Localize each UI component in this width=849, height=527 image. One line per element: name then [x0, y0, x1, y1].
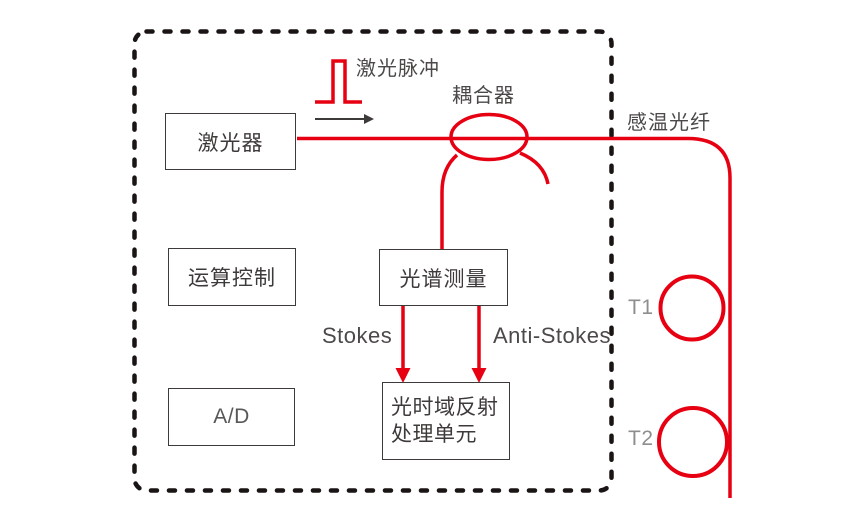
- spectral-measurement-label: 光谱测量: [399, 267, 488, 291]
- coupler-label: 耦合器: [452, 85, 515, 107]
- laser-pulse-waveform: [315, 59, 362, 104]
- t1-fiber-coil: [658, 274, 726, 342]
- laser-box: 激光器: [165, 113, 296, 170]
- spectral-measurement-box: 光谱测量: [379, 249, 508, 306]
- operation-control-label: 运算控制: [188, 267, 276, 290]
- anti-stokes-arrow: [471, 306, 487, 383]
- sensing-fiber-label: 感温光纤: [627, 112, 711, 134]
- stokes-arrow-head: [395, 368, 411, 383]
- operation-control-box: 运算控制: [168, 248, 296, 306]
- otdr-label-line2: 处理单元: [391, 423, 477, 446]
- direction-arrow: [315, 114, 374, 124]
- ad-converter-box: A/D: [168, 388, 295, 446]
- t1-label: T1: [628, 296, 654, 319]
- ad-converter-label: A/D: [213, 405, 250, 428]
- coupler-tail-line: [519, 151, 550, 185]
- laser-box-label: 激光器: [197, 131, 264, 155]
- otdr-label-line1: 光时域反射: [391, 396, 499, 419]
- direction-arrow-head: [364, 114, 374, 124]
- coupler-ellipse: [449, 112, 529, 162]
- t2-fiber-coil: [657, 406, 729, 478]
- t2-label: T2: [628, 427, 654, 450]
- instrument-enclosure-dashed-border: [132, 29, 614, 493]
- anti-stokes-label: Anti-Stokes: [493, 323, 611, 348]
- sensing-fiber-line: [297, 136, 732, 498]
- anti-stokes-arrow-head: [471, 368, 487, 383]
- coupler-to-spectral-line: [440, 153, 459, 249]
- stokes-arrow: [395, 306, 411, 383]
- stokes-label: Stokes: [322, 323, 393, 348]
- otdr-processing-unit-box: 光时域反射 处理单元: [382, 382, 510, 460]
- laser-pulse-label: 激光脉冲: [356, 58, 440, 80]
